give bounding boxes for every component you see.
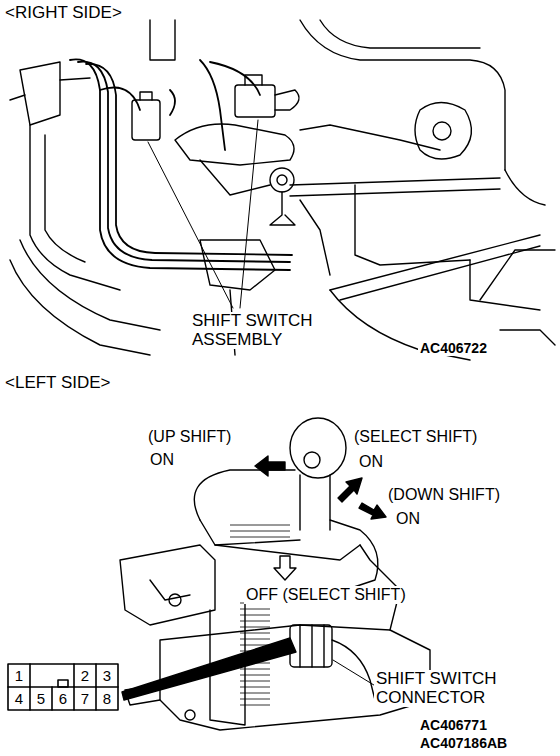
pin-number: 5 (32, 691, 50, 706)
switch-state: ON (357, 453, 385, 471)
pin-number: 6 (54, 691, 72, 706)
part-name: SHIFT SWITCH ASSEMBLY (190, 312, 334, 349)
switch-state: ON (394, 510, 422, 528)
pin-number: 7 (76, 691, 94, 706)
view-heading: <LEFT SIDE> (3, 374, 113, 393)
pin-number: 3 (98, 668, 116, 683)
leader-line (148, 120, 258, 308)
wiring-harness (70, 59, 292, 270)
switch-state: ON (148, 451, 176, 469)
pin-number: 1 (10, 668, 28, 683)
switch-state: OFF (SELECT SHIFT) (244, 586, 408, 604)
off-arrow (274, 556, 296, 580)
console-frame (10, 20, 555, 360)
figure-number: AC407186AB (418, 736, 509, 751)
connector-pointer (122, 638, 296, 700)
shift-position: (SELECT SHIFT) (352, 428, 479, 446)
shift-position: (UP SHIFT) (146, 428, 233, 446)
pin-number: 4 (10, 691, 28, 706)
figure-number: AC406722 (418, 341, 489, 356)
shift-switch (132, 75, 299, 140)
part-name: SHIFT SWITCH CONNECTOR (374, 670, 556, 707)
figure-number: AC406771 (418, 718, 489, 733)
connector-face (8, 664, 118, 710)
view-heading: <RIGHT SIDE> (3, 4, 124, 23)
pin-number: 2 (76, 668, 94, 683)
shift-position: (DOWN SHIFT) (386, 486, 502, 504)
pin-number: 8 (98, 691, 116, 706)
